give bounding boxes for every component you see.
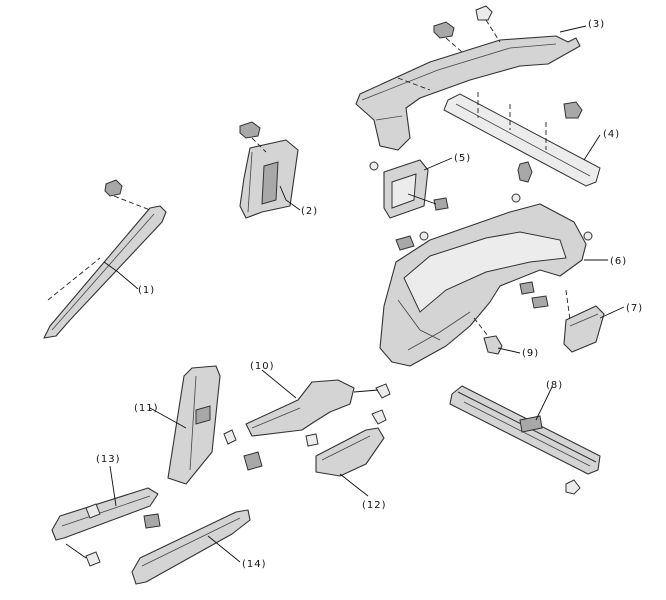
- part-5-bracket: [369, 159, 449, 219]
- part-4-clip: [563, 101, 583, 119]
- part-1-clip: [104, 179, 123, 197]
- part-13-scuff-plate-front: [51, 487, 161, 567]
- part-13-bolt-top: [85, 503, 101, 519]
- part-11-clip: [243, 451, 263, 471]
- label-part-1: (1): [138, 285, 155, 296]
- part-13-clip: [143, 513, 161, 529]
- part-8-rear-sill-trim: [449, 385, 601, 495]
- part-2-pillar-upper-trim: [239, 121, 299, 219]
- part-10-pillar-lower-trim: [245, 379, 391, 447]
- part-6-bracket-small: [531, 295, 549, 309]
- label-part-14: (14): [242, 559, 267, 570]
- part-3-clip: [433, 21, 455, 39]
- part-6-quarter-trim-panel: [379, 161, 593, 367]
- label-part-6: (6): [610, 256, 627, 267]
- leader-lines: [103, 25, 625, 563]
- label-part-8: (8): [546, 380, 563, 391]
- label-part-7: (7): [626, 303, 643, 314]
- part-6-bolt: [519, 281, 535, 295]
- part-6-clip-top: [517, 161, 533, 183]
- part-7-cover: [563, 289, 605, 353]
- part-13-bolt-bottom: [85, 551, 101, 567]
- part-10-clip: [305, 433, 319, 447]
- label-part-5: (5): [454, 153, 471, 164]
- label-part-12: (12): [362, 500, 387, 511]
- label-part-3: (3): [588, 19, 605, 30]
- label-part-4: (4): [603, 129, 620, 140]
- part-5-screw-top: [369, 161, 379, 171]
- part-3-grommet: [475, 5, 493, 21]
- part-1-front-pillar-trim: [43, 179, 167, 339]
- part-5-bolt: [433, 197, 449, 211]
- part-10-bolt: [375, 383, 391, 399]
- part-3-roof-rail-trim: [355, 5, 581, 151]
- part-labels: (1) (2) (3) (4) (5) (6) (7) (8) (9) (10)…: [96, 19, 643, 570]
- label-part-13: (13): [96, 454, 121, 465]
- part-11-bolt: [223, 429, 237, 445]
- part-2-clip: [239, 121, 261, 139]
- part-6-screw: [419, 231, 429, 241]
- part-8-clip: [565, 479, 581, 495]
- part-4-rear-roof-panel: [443, 92, 601, 187]
- part-6-screw-right: [583, 231, 593, 241]
- label-part-2: (2): [301, 206, 318, 217]
- label-part-10: (10): [250, 361, 275, 372]
- part-6-screw-upper: [511, 193, 521, 203]
- part-11-b-pillar-trim: [167, 365, 263, 485]
- label-part-9: (9): [522, 348, 539, 359]
- label-part-11: (11): [134, 403, 159, 414]
- part-12-clip: [371, 409, 387, 425]
- part-6-clip-left: [395, 235, 415, 251]
- part-14-scuff-plate-rear: [131, 509, 251, 585]
- part-12-pillar-lower-cover: [315, 409, 387, 477]
- part-9-hook: [473, 317, 503, 355]
